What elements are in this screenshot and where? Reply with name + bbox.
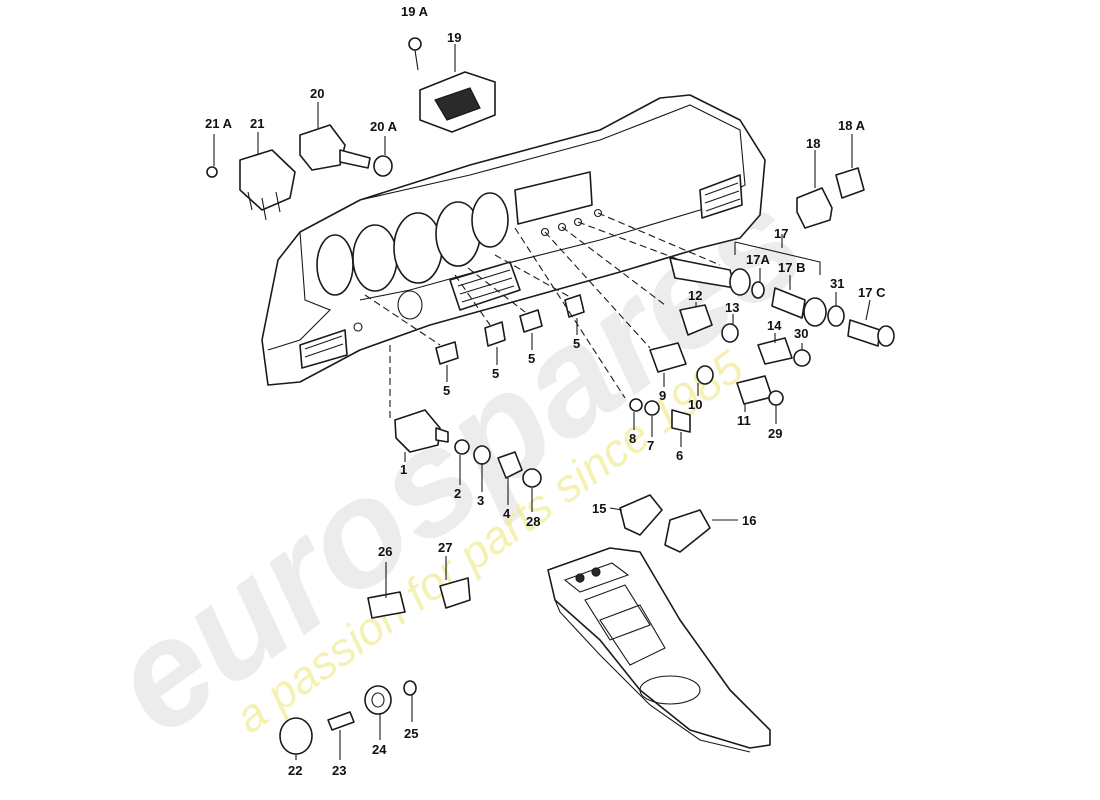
- part-19a-screw: [408, 37, 422, 51]
- part-17c: [847, 319, 881, 347]
- callout-16: 16: [742, 513, 756, 528]
- callout-31: 31: [830, 276, 844, 291]
- part-25-nut: [403, 680, 417, 696]
- callout-5: 5: [528, 351, 535, 366]
- part-5-rocker-switch: [519, 309, 543, 333]
- part-24-grommet: [364, 685, 392, 715]
- part-7-ring: [644, 400, 660, 416]
- callout-2: 2: [454, 486, 461, 501]
- part-10-knob: [696, 365, 714, 385]
- part-30-disc: [793, 349, 811, 367]
- callout-25: 25: [404, 726, 418, 741]
- leader-lines: [213, 44, 871, 760]
- part-16-lighter: [664, 509, 711, 553]
- callout-17b: 17 B: [778, 260, 805, 275]
- callout-8: 8: [629, 431, 636, 446]
- part-23-bolt: [327, 711, 355, 731]
- part-20a-cap: [373, 155, 393, 177]
- part-13-knob: [721, 323, 739, 343]
- callout-6: 6: [676, 448, 683, 463]
- part-27-clip: [439, 577, 471, 609]
- part-12-switch: [679, 304, 713, 336]
- callout-3: 3: [477, 493, 484, 508]
- part-18a-frame: [835, 167, 865, 199]
- callout-18: 18: [806, 136, 820, 151]
- part-2-ring: [454, 439, 470, 455]
- part-29-disc: [768, 390, 784, 406]
- callout-22: 22: [288, 763, 302, 778]
- callout-23: 23: [332, 763, 346, 778]
- part-28-disc: [522, 468, 542, 488]
- callout-27: 27: [438, 540, 452, 555]
- part-26-bracket: [367, 591, 406, 619]
- callout-11: 11: [737, 413, 751, 428]
- part-4-knob: [497, 451, 523, 479]
- callout-20a: 20 A: [370, 119, 398, 134]
- callout-9: 9: [659, 388, 666, 403]
- radio-opening: [514, 171, 593, 225]
- part-22-cap: [279, 717, 313, 755]
- part-17b: [771, 287, 806, 319]
- part-5-rocker-switch: [564, 294, 585, 318]
- callout-labels: 1 2 3 4 5 5 5 5 6 7 8 9 10 11 12 13 14 1…: [205, 4, 886, 778]
- callout-10: 10: [688, 397, 702, 412]
- left-vent: [299, 329, 348, 369]
- callout-5: 5: [492, 366, 499, 381]
- callout-18a: 18 A: [838, 118, 866, 133]
- callout-30: 30: [794, 326, 808, 341]
- callout-24: 24: [372, 742, 387, 757]
- part-9-switch: [649, 342, 687, 373]
- dashboard-panel: [261, 94, 766, 386]
- part-18-switch: [796, 187, 833, 229]
- parts: [206, 37, 895, 755]
- callout-26: 26: [378, 544, 392, 559]
- part-20-switch: [299, 124, 346, 171]
- callout-21a: 21 A: [205, 116, 233, 131]
- callout-20: 20: [310, 86, 324, 101]
- gauge-opening: [352, 224, 398, 292]
- part-21-relay: [239, 149, 296, 211]
- callout-1: 1: [400, 462, 407, 477]
- callout-19: 19: [447, 30, 461, 45]
- part-21a-screw: [206, 166, 218, 178]
- part-15-lighter: [619, 494, 663, 536]
- center-console: [547, 547, 771, 753]
- part-8-ring: [629, 398, 643, 412]
- callout-21: 21: [250, 116, 264, 131]
- callout-28: 28: [526, 514, 540, 529]
- callout-13: 13: [725, 300, 739, 315]
- part-1-light-switch: [394, 409, 441, 453]
- part-14-switch: [757, 337, 793, 365]
- callout-12: 12: [688, 288, 702, 303]
- callout-5: 5: [443, 383, 450, 398]
- callout-4: 4: [503, 506, 511, 521]
- assembly-guide-lines: [364, 212, 721, 420]
- gauge-opening: [393, 212, 443, 284]
- part-6-knob: [671, 409, 691, 433]
- callout-17a: 17A: [746, 252, 770, 267]
- callout-19a: 19 A: [401, 4, 429, 19]
- part-3-ring: [473, 445, 491, 465]
- callout-17: 17: [774, 226, 788, 241]
- callout-15: 15: [592, 501, 606, 516]
- part-17a: [751, 281, 765, 299]
- callout-7: 7: [647, 438, 654, 453]
- callout-5: 5: [573, 336, 580, 351]
- gauge-opening: [471, 192, 509, 248]
- callout-17c: 17 C: [858, 285, 886, 300]
- part-5-rocker-switch: [484, 321, 506, 347]
- callout-29: 29: [768, 426, 782, 441]
- part-5-rocker-switch: [435, 341, 459, 365]
- gauge-opening: [316, 234, 354, 296]
- part-31: [827, 305, 845, 327]
- callout-14: 14: [767, 318, 782, 333]
